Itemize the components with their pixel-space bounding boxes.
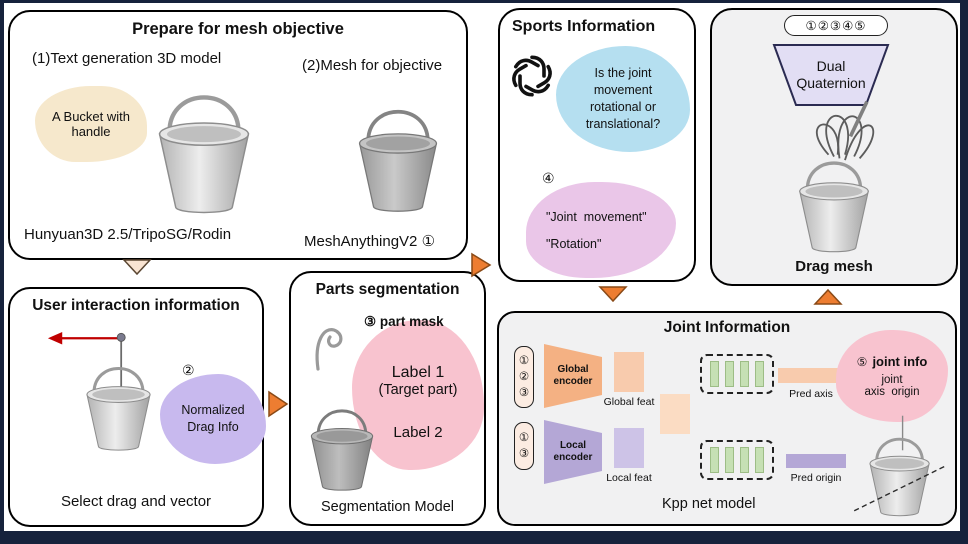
frame-bottom	[0, 531, 968, 544]
prompt-text: A Bucket with handle	[51, 109, 131, 139]
dq-line1: Dual	[816, 57, 846, 74]
gpt-question-blob: Is the joint movement rotational or tran…	[556, 46, 690, 152]
panel-drag-mesh: ①②③④⑤ Dual Quaternion Drag mesh	[710, 8, 958, 286]
axis-origin-line: axis origin	[864, 386, 920, 398]
pill-1: ①	[518, 354, 530, 367]
mlp-layer	[725, 361, 734, 387]
parts-caption: Segmentation Model	[321, 499, 454, 515]
joint-line: joint	[881, 374, 903, 386]
mesh-objective-label: (2)Mesh for objective	[302, 57, 443, 74]
part-mask-label: ③ part mask	[364, 314, 444, 329]
drag-arrowhead	[47, 332, 63, 345]
gen-models-label: Hunyuan3D 2.5/TripoSG/Rodin	[24, 226, 232, 243]
frame-left	[0, 0, 4, 544]
panel-joint-information: Joint Information ① ② ③ Global encoder G…	[497, 311, 957, 526]
bucket-mesh-image	[357, 109, 439, 214]
joint-info-blob: ⑤ joint info joint axis origin	[836, 330, 948, 422]
label1-text: Label 1	[391, 363, 445, 381]
arrow-down-sports-to-joint	[598, 286, 628, 303]
global-encoder-label: Global encoder	[553, 363, 593, 388]
panel-parts-segmentation: Parts segmentation ③ part mask Label 1 (…	[289, 271, 486, 526]
user-caption: Select drag and vector	[60, 493, 212, 510]
prompt-blob: A Bucket with handle	[35, 86, 147, 162]
joint-title: Joint Information	[663, 319, 791, 336]
mlp-layer	[740, 447, 749, 473]
handle-part-image	[315, 328, 343, 371]
global-feat-label: Global feat	[603, 396, 655, 408]
step5-marker: ⑤	[856, 354, 868, 369]
mlp-layer	[755, 361, 764, 387]
mlp-origin-block	[700, 440, 774, 480]
mlp-axis-block	[700, 354, 774, 394]
label2-text: Label 2	[393, 423, 443, 441]
normalized-drag-blob: Normalized Drag Info	[160, 374, 266, 464]
pill-3: ③	[518, 387, 530, 400]
frame-top	[0, 0, 968, 3]
local-input-pill: ① ③	[514, 422, 534, 470]
bucket-3d-model-image	[140, 70, 268, 218]
pred-origin-label: Pred origin	[790, 472, 842, 484]
local-feat-square	[614, 428, 644, 468]
pill-5: ③	[518, 448, 530, 460]
panel-prepare-mesh: Prepare for mesh objective (1)Text gener…	[8, 10, 468, 260]
arrow-right-user-to-parts	[268, 390, 289, 418]
answer-joint-movement: "Joint movement"	[546, 209, 647, 224]
dual-quaternion-block: Dual Quaternion	[768, 44, 894, 106]
mlp-layer	[755, 447, 764, 473]
mlp-layer	[725, 447, 734, 473]
local-encoder-block: Local encoder	[543, 419, 603, 485]
mlp-layer	[710, 361, 719, 387]
step2-marker: ②	[182, 362, 195, 378]
dual-quaternion-label: Dual Quaternion	[768, 44, 894, 106]
label1-sub-text: (Target part)	[378, 381, 458, 398]
openai-logo-icon	[512, 55, 552, 97]
step4-marker: ④	[542, 170, 555, 186]
pred-axis-bar	[778, 368, 844, 383]
pred-origin-bar	[786, 454, 846, 468]
mlp-layer	[740, 361, 749, 387]
whisk-bucket-image	[798, 100, 875, 254]
labels-blob: Label 1 (Target part) Label 2	[352, 320, 484, 470]
global-encoder-block: Global encoder	[543, 343, 603, 409]
concat-feat-square	[660, 394, 690, 434]
meshanything-label: MeshAnythingV2 ①	[304, 233, 436, 250]
joint-info-header: ⑤ joint info	[857, 354, 928, 369]
prepare-title: Prepare for mesh objective	[132, 20, 344, 38]
mlp-layer	[710, 447, 719, 473]
local-encoder-label: Local encoder	[553, 439, 593, 464]
pred-axis-label: Pred axis	[789, 388, 833, 400]
global-input-pill: ① ② ③	[514, 346, 534, 408]
gpt-question-text: Is the joint movement rotational or tran…	[585, 66, 661, 131]
sports-title: Sports Information	[512, 18, 656, 35]
dq-line2: Quaternion	[796, 75, 866, 91]
user-interaction-title: User interaction information	[32, 297, 240, 314]
arrow-up-joint-to-drag	[813, 288, 843, 305]
joint-info-title: joint info	[872, 354, 928, 369]
steps-pill: ①②③④⑤	[784, 15, 888, 36]
segmented-bucket-image	[309, 409, 375, 492]
kpp-caption: Kpp net model	[662, 496, 756, 512]
parts-title: Parts segmentation	[315, 281, 460, 298]
global-feat-square	[614, 352, 644, 392]
arrow-down-prepare-to-user	[122, 259, 152, 276]
panel-user-interaction: User interaction information ② Normalize…	[8, 287, 266, 527]
normalized-drag-text: Normalized Drag Info	[181, 402, 245, 435]
arrow-right-prepare-to-sports	[471, 252, 492, 278]
frame-right	[960, 0, 968, 544]
drag-mesh-caption: Drag mesh	[795, 258, 873, 275]
panel-sports-information: Sports Information Is the joint movement…	[498, 8, 696, 282]
text-gen-model-label: (1)Text generation 3D model	[32, 50, 222, 67]
pill-2: ②	[518, 370, 530, 383]
gpt-answer-blob: "Joint movement" "Rotation"	[526, 182, 676, 278]
pill-4: ①	[518, 431, 530, 444]
drag-vector-bucket-image	[47, 332, 152, 452]
local-feat-label: Local feat	[606, 472, 652, 484]
axis-bucket-image	[853, 415, 947, 518]
answer-rotation: "Rotation"	[546, 236, 602, 251]
